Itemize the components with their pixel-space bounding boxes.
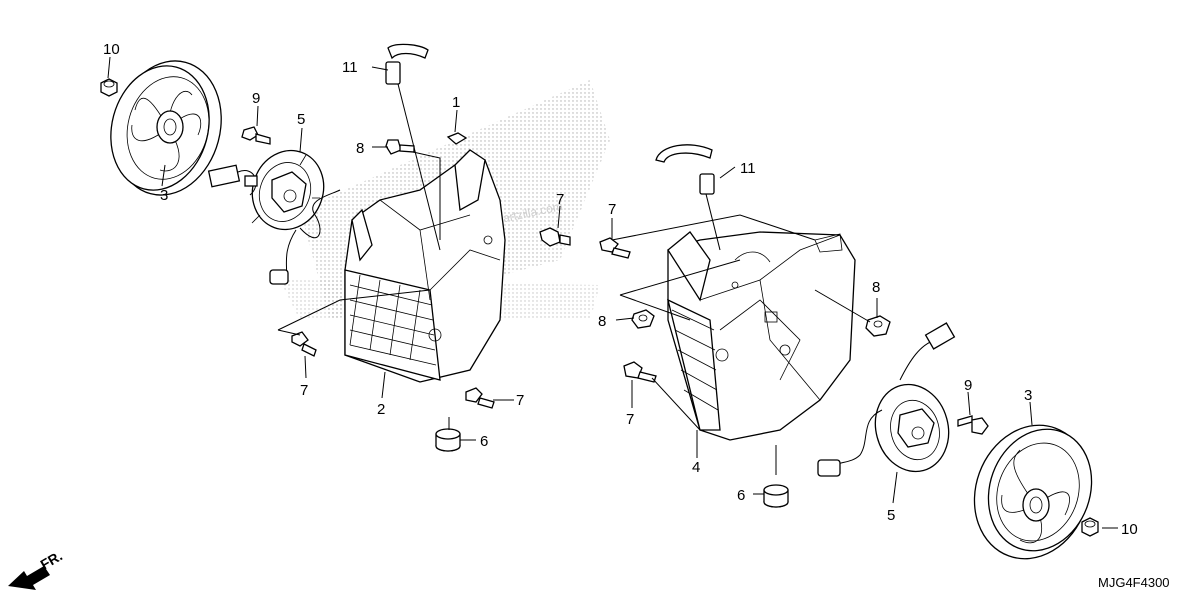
bolt-8-right-a [631, 309, 655, 329]
connector-11-right [655, 144, 721, 251]
left-motor [251, 149, 325, 231]
callout-3-left: 3 [160, 187, 168, 204]
bolt-7-right-b [623, 361, 657, 383]
bolt-7-left-b [539, 227, 571, 247]
bolt-7-right-a [599, 237, 631, 259]
left-motor-harness [207, 164, 341, 285]
clip-1 [446, 132, 468, 145]
connector-11-left [385, 43, 441, 251]
right-motor-harness [817, 322, 956, 477]
callout-11-left: 11 [342, 59, 358, 76]
callout-8-left: 8 [356, 140, 364, 157]
callout-3-right: 3 [1024, 387, 1032, 404]
callout-11-right: 11 [740, 160, 756, 177]
leader-lines [107, 56, 1118, 529]
callout-9-right: 9 [964, 377, 972, 394]
left-shroud [344, 149, 506, 383]
callout-9-left: 9 [252, 90, 260, 107]
callout-4: 4 [692, 459, 700, 476]
front-direction-arrow: FR. [8, 547, 65, 590]
callout-7-e: 7 [626, 411, 634, 428]
left-fan [110, 60, 222, 196]
callout-7-d: 7 [608, 201, 616, 218]
callout-5-left: 5 [297, 111, 305, 128]
grommet-6-right [763, 484, 789, 508]
callout-7-c: 7 [516, 392, 524, 409]
bolt-9-left [241, 126, 271, 145]
callout-10-left: 10 [103, 41, 120, 58]
callout-10-right: 10 [1121, 521, 1138, 538]
nut-10-left [100, 78, 118, 97]
right-shroud [667, 231, 856, 441]
bolt-7-left-c [465, 387, 495, 409]
bolt-9-right [957, 415, 989, 435]
callout-6-right: 6 [737, 487, 745, 504]
callout-8-right-b: 8 [872, 279, 880, 296]
nut-10-right [1081, 517, 1099, 537]
callout-5-right: 5 [887, 507, 895, 524]
right-motor [874, 383, 950, 473]
right-fan [973, 424, 1093, 560]
diagram-code: MJG4F4300 [1098, 575, 1170, 590]
callout-7-a: 7 [556, 191, 564, 208]
callout-7-b: 7 [300, 382, 308, 399]
bolt-8-left [385, 139, 415, 155]
callout-2: 2 [377, 401, 385, 418]
callout-6-left: 6 [480, 433, 488, 450]
callout-8-right-a: 8 [598, 313, 606, 330]
grommet-6-left [435, 428, 461, 452]
bolt-8-right-b [865, 315, 891, 337]
bolt-7-left-a [291, 331, 317, 357]
callout-1: 1 [452, 94, 460, 111]
